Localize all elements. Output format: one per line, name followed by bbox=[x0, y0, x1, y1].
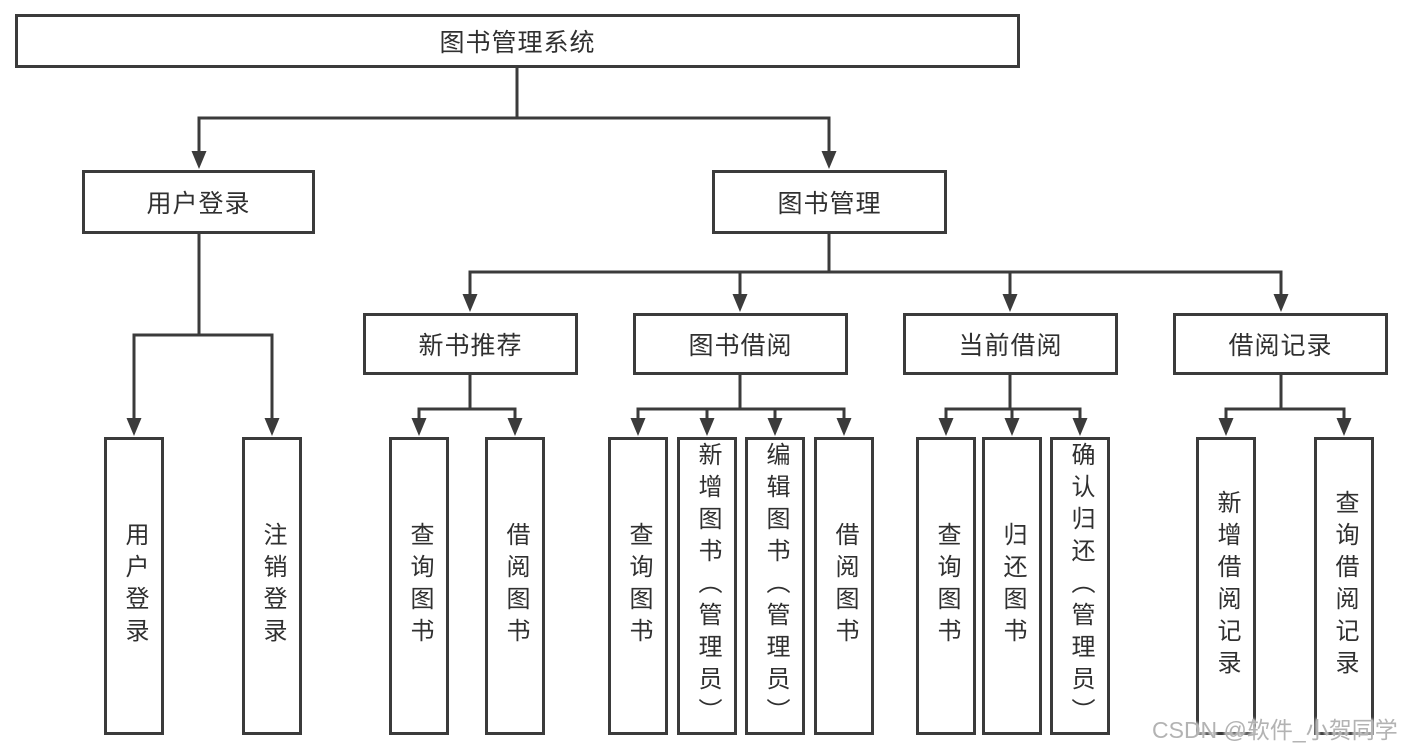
leaf-bb-borrow-books: 借阅图书 bbox=[814, 437, 874, 735]
leaf-cb-return-books-label: 归还图书 bbox=[999, 522, 1026, 650]
leaf-bb-add-books-admin: 新增图书（管理员） bbox=[677, 437, 737, 735]
node-current-borrow-label: 当前借阅 bbox=[958, 332, 1063, 360]
leaf-bb-query-books: 查询图书 bbox=[608, 437, 668, 735]
leaf-cb-confirm-return-admin-label: 确认归还（管理员） bbox=[1067, 442, 1094, 730]
node-user-login: 用户登录 bbox=[82, 170, 315, 234]
leaf-br-query-borrow-record-label: 查询借阅记录 bbox=[1331, 490, 1358, 682]
leaf-cb-confirm-return-admin: 确认归还（管理员） bbox=[1050, 437, 1110, 735]
leaf-br-query-borrow-record: 查询借阅记录 bbox=[1314, 437, 1374, 735]
watermark: CSDN @软件_小贺同学 bbox=[1152, 717, 1398, 743]
leaf-user-login-label: 用户登录 bbox=[121, 522, 148, 650]
node-new-book-recommend-label: 新书推荐 bbox=[418, 332, 523, 360]
leaf-nbr-query-books-label: 查询图书 bbox=[406, 522, 433, 650]
node-new-book-recommend: 新书推荐 bbox=[363, 313, 578, 375]
leaf-bb-edit-books-admin: 编辑图书（管理员） bbox=[745, 437, 805, 735]
leaf-user-login: 用户登录 bbox=[104, 437, 164, 735]
node-book-management: 图书管理 bbox=[712, 170, 947, 234]
node-borrow-records: 借阅记录 bbox=[1173, 313, 1388, 375]
node-root-label: 图书管理系统 bbox=[439, 29, 596, 57]
node-book-management-label: 图书管理 bbox=[777, 190, 882, 218]
node-root: 图书管理系统 bbox=[15, 14, 1020, 68]
node-borrow-records-label: 借阅记录 bbox=[1228, 332, 1333, 360]
node-current-borrow: 当前借阅 bbox=[903, 313, 1118, 375]
leaf-br-add-borrow-record-label: 新增借阅记录 bbox=[1213, 490, 1240, 682]
leaf-cb-query-books: 查询图书 bbox=[916, 437, 976, 735]
node-book-borrow: 图书借阅 bbox=[633, 313, 848, 375]
leaf-nbr-query-books: 查询图书 bbox=[389, 437, 449, 735]
node-book-borrow-label: 图书借阅 bbox=[688, 332, 793, 360]
leaf-bb-borrow-books-label: 借阅图书 bbox=[831, 522, 858, 650]
leaf-nbr-borrow-books-label: 借阅图书 bbox=[502, 522, 529, 650]
leaf-logout-label: 注销登录 bbox=[259, 522, 286, 650]
leaf-bb-query-books-label: 查询图书 bbox=[625, 522, 652, 650]
leaf-cb-query-books-label: 查询图书 bbox=[933, 522, 960, 650]
leaf-bb-edit-books-admin-label: 编辑图书（管理员） bbox=[762, 442, 789, 730]
leaf-nbr-borrow-books: 借阅图书 bbox=[485, 437, 545, 735]
leaf-bb-add-books-admin-label: 新增图书（管理员） bbox=[694, 442, 721, 730]
leaf-cb-return-books: 归还图书 bbox=[982, 437, 1042, 735]
leaf-br-add-borrow-record: 新增借阅记录 bbox=[1196, 437, 1256, 735]
leaf-logout: 注销登录 bbox=[242, 437, 302, 735]
node-user-login-label: 用户登录 bbox=[146, 190, 251, 218]
